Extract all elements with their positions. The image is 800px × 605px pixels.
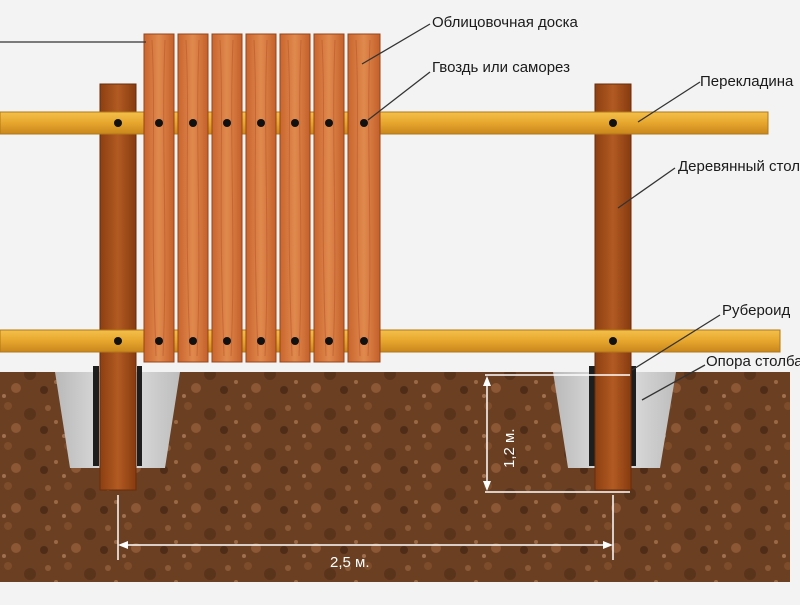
cladding-board [279, 33, 311, 363]
dimension-span [117, 495, 614, 560]
depth-dimension-label: 1,2 м. [501, 429, 518, 469]
leader-nail [367, 71, 431, 121]
roofing-felt-right-2 [631, 366, 636, 466]
ground-bottom-strip [0, 582, 800, 600]
roofing-felt-left [93, 366, 99, 466]
label-nail-or-screw: Гвоздь или саморез [432, 59, 570, 76]
cladding-board [245, 33, 277, 363]
label-crossbar: Перекладина [700, 73, 794, 90]
wooden-post-left [99, 83, 137, 491]
nails [114, 119, 617, 345]
label-wooden-post: Деревянный столб [678, 158, 800, 175]
roofing-felt-left-2 [137, 366, 142, 466]
leader-roofing-felt [631, 314, 721, 371]
leader-wooden-post [617, 167, 676, 209]
label-post-support: Опора столба [706, 353, 800, 370]
cladding-board [177, 33, 209, 363]
span-dimension-label: 2,5 м. [330, 554, 370, 571]
wooden-post-right [594, 83, 632, 491]
cladding-board [143, 33, 175, 363]
dimension-depth [483, 374, 630, 493]
leader-crossbar [637, 81, 701, 123]
cladding-board [347, 33, 381, 363]
cladding-board [211, 33, 243, 363]
leader-cladding-board [361, 23, 431, 65]
label-roofing-felt: Рубероид [722, 302, 791, 319]
leader-post-support [641, 364, 706, 401]
cladding-boards [143, 33, 381, 363]
label-cladding-board: Облицовочная доска [432, 14, 579, 31]
roofing-felt-right [589, 366, 595, 466]
cladding-board [313, 33, 345, 363]
